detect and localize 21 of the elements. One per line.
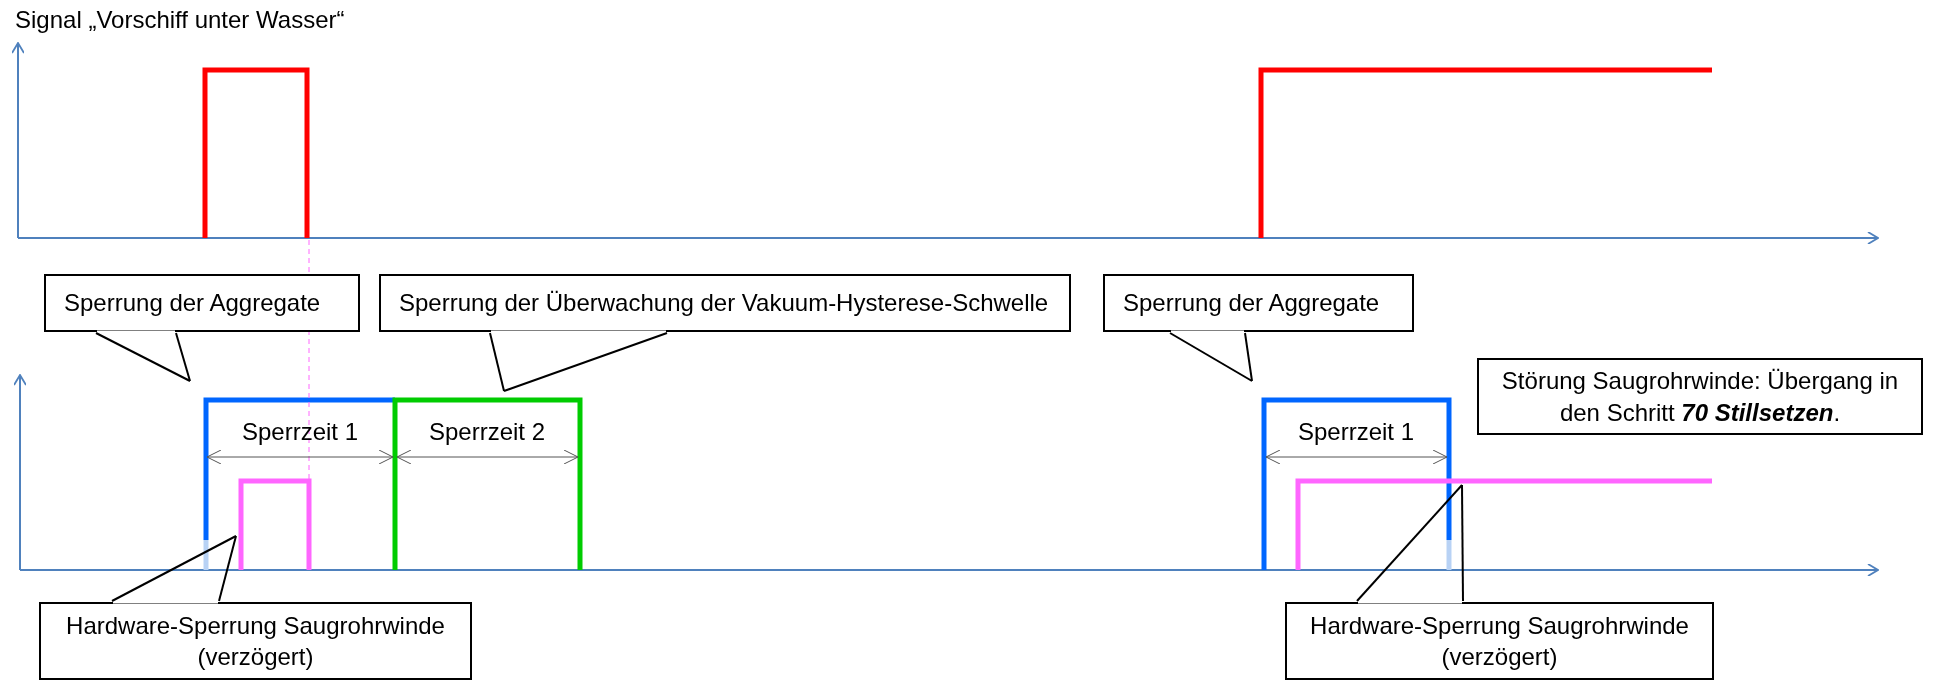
callout-box	[1477, 358, 1923, 435]
dimension-label: Sperrzeit 2	[429, 418, 546, 446]
leader-line	[95, 332, 191, 382]
leader-line	[111, 535, 237, 602]
axis-title: Signal „Vorschiff unter Wasser“	[15, 6, 345, 34]
dimension-label: Sperrzeit 1	[242, 418, 359, 446]
callout-text: Sperrung der Überwachung der Vakuum-Hysterese-Schwelle	[399, 288, 1050, 319]
callout-box	[379, 274, 1071, 332]
leader-line	[489, 332, 668, 392]
callout-box	[39, 602, 472, 680]
callout-text: Störung Saugrohrwinde: Übergang in den Schritt 70 Stillsetzen.	[1500, 366, 1900, 428]
callout-text: Sperrung der Aggregate	[64, 288, 322, 319]
dimension-label: Sperrzeit 1	[1298, 418, 1415, 446]
callout-text: Hardware-Sperrung Saugrohrwinde (verzögert)	[1309, 610, 1690, 672]
callout-box	[44, 274, 360, 332]
leader-line	[1356, 484, 1464, 602]
callout-text: Hardware-Sperrung Saugrohrwinde (verzögert)	[65, 610, 446, 672]
callout-text: Sperrung der Aggregate	[1123, 288, 1381, 319]
callout-box	[1103, 274, 1414, 332]
callout-box	[1285, 602, 1714, 680]
leader-line	[1169, 332, 1253, 382]
